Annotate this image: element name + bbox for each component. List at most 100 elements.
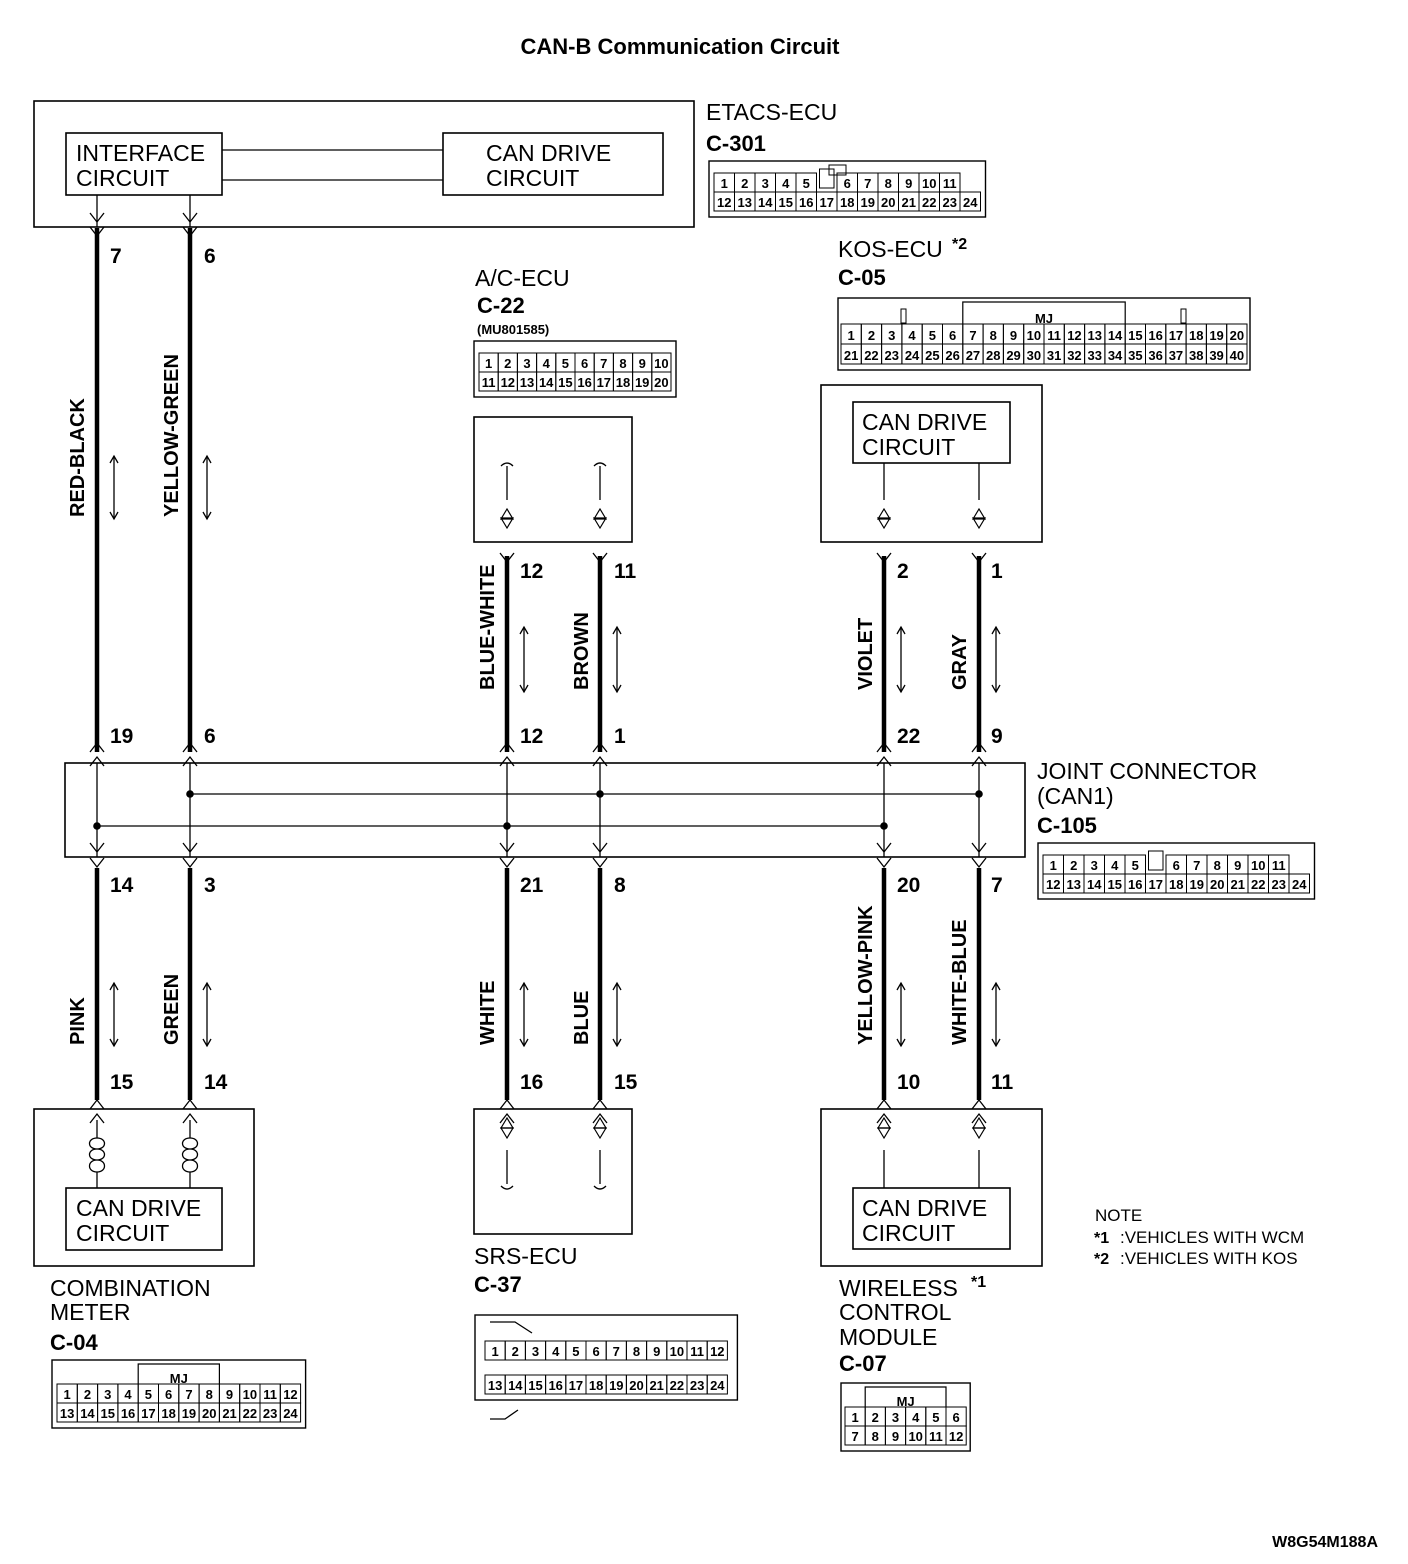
connector-pin-symbol — [592, 517, 608, 530]
srs-name: SRS-ECU — [474, 1243, 578, 1269]
connector-pin-pins_bottom-5: 26 — [945, 348, 959, 363]
connector-pin-pins_top-17: 18 — [1189, 328, 1203, 343]
pin-jc-7: 7 — [991, 874, 1003, 897]
connector-pin-pins_top-9: 10 — [654, 356, 668, 371]
terminal-chevron — [971, 755, 987, 767]
connector-pin-pins_top-7: 8 — [990, 328, 997, 343]
connector-pin-pins_top-8: 9 — [639, 356, 646, 371]
connector-pin-pins_bottom-2: 13 — [520, 375, 534, 390]
wire-color-gray: GRAY — [949, 633, 971, 690]
kos-can-drive-label-1: CAN DRIVE — [862, 409, 987, 435]
connector-pin-pins_top-7: 8 — [619, 356, 626, 371]
wcm-connector-id: C-07 — [839, 1351, 887, 1376]
splice-dot — [93, 822, 101, 830]
connector-pin-pins_bottom-8: 21 — [222, 1406, 236, 1421]
diagram-title: CAN-B Communication Circuit — [521, 34, 841, 59]
connector-pin-pins_bottom-3: 15 — [779, 195, 793, 210]
connector-pin-pins_top-1: 2 — [741, 176, 748, 191]
connector-pin-symbol — [971, 1127, 987, 1140]
terminal-chevron — [499, 1098, 515, 1110]
terminal-chevron — [89, 755, 105, 767]
connector-pin-pins_top-0: 1 — [64, 1387, 71, 1402]
connector-pin-pins_bottom-10: 23 — [690, 1378, 704, 1393]
connector-pin-pins_top-1: 2 — [512, 1344, 519, 1359]
connector-pin-pins_top-12: 13 — [1088, 328, 1102, 343]
connector-pin-pins_bottom-1: 14 — [80, 1406, 95, 1421]
connector-outline — [840, 1382, 971, 1452]
kos-latch — [1180, 308, 1187, 324]
connector-pin-pins_bottom-11: 23 — [1272, 877, 1286, 892]
terminal-chevron — [971, 842, 987, 854]
connector-pin-pins_top-10: 10 — [922, 176, 936, 191]
connector-pin-pins_top-0: 1 — [491, 1344, 498, 1359]
connector-pin-pins_bottom-10: 31 — [1047, 348, 1061, 363]
connector-pin-pins_bottom-7: 28 — [986, 348, 1000, 363]
combination-meter: CAN DRIVE CIRCUIT COMBINATION METER C-04… — [33, 1108, 307, 1429]
mj-label: MJ — [1035, 311, 1053, 326]
connector-pin-pins_bottom-5: 12 — [949, 1429, 963, 1444]
pin-jc-3: 3 — [204, 874, 216, 897]
wcm-name-1: WIRELESS — [839, 1275, 958, 1301]
terminal-chevron — [499, 842, 515, 854]
connector-pin-pins_bottom-6: 17 — [597, 375, 611, 390]
signal-arrow-head — [202, 454, 212, 521]
connector-pin-pins_bottom-0: 11 — [482, 375, 496, 390]
connector-pin-pins_bottom-0: 12 — [717, 195, 731, 210]
connector-pin-pins_top-6: 6 — [844, 176, 851, 191]
connector-pin-pins_top-2: 3 — [892, 1410, 899, 1425]
connector-pin-pins_top-2: 3 — [523, 356, 530, 371]
connector-pin-pins_top-8: 9 — [1010, 328, 1017, 343]
kos-connector-id: C-05 — [838, 265, 886, 290]
connector-pin-pins_bottom-19: 40 — [1230, 348, 1244, 363]
connector-pin-pins_top-6: 7 — [613, 1344, 620, 1359]
connector-pin-pins_top-0: 1 — [485, 356, 492, 371]
terminal-chevron — [89, 212, 105, 224]
terminal-chevron — [89, 857, 105, 869]
connector-cell — [945, 1425, 967, 1446]
etacs-key-tab — [828, 164, 847, 176]
connector-pin-pins_bottom-4: 17 — [141, 1406, 155, 1421]
terminal-chevron — [499, 755, 515, 767]
srs-connector-id: C-37 — [474, 1272, 522, 1297]
connector-pin-pins_top-8: 8 — [885, 176, 892, 191]
connector-pin-pins_bottom-8: 20 — [1210, 877, 1224, 892]
connector-pin-pins_bottom-8: 21 — [649, 1378, 663, 1393]
connector-pin-pins_bottom-6: 27 — [966, 348, 980, 363]
connector-pin-pins_top-3: 4 — [124, 1387, 132, 1402]
pin-etacs-7: 7 — [110, 245, 122, 268]
connector-pin-pins_top-4: 5 — [929, 328, 936, 343]
connector-pin-pins_top-8: 9 — [226, 1387, 233, 1402]
connector-pin-pins_bottom-2: 15 — [101, 1406, 115, 1421]
connector-pin-pins_bottom-0: 7 — [851, 1429, 858, 1444]
upper-wires: RED-BLACK YELLOW-GREEN BLUE-WHITE BROWN … — [67, 245, 1003, 748]
etacs-can-drive-label-2: CIRCUIT — [486, 165, 579, 191]
terminal-chevron — [592, 741, 608, 753]
connector-outline — [1037, 842, 1316, 900]
connector-pin-pins_bottom-3: 10 — [908, 1429, 922, 1444]
wire-color-blue-white: BLUE-WHITE — [477, 564, 499, 690]
connector-cell — [706, 1374, 728, 1395]
signal-arrow-head — [612, 981, 622, 1048]
connector-pin-pins_bottom-10: 23 — [263, 1406, 277, 1421]
pin-jc-6: 6 — [204, 725, 216, 748]
connector-pin-pins_top-3: 4 — [782, 176, 790, 191]
connector-pin-pins_bottom-4: 16 — [1128, 877, 1142, 892]
signal-arrow-head — [991, 981, 1001, 1048]
connector-pin-pins_bottom-0: 12 — [1046, 877, 1060, 892]
signal-arrow-head — [896, 981, 906, 1048]
pin-jc-1: 1 — [614, 725, 626, 748]
connector-pin-pins_top-4: 5 — [803, 176, 810, 191]
etacs-name: ETACS-ECU — [706, 99, 837, 125]
connector-pin-pins_bottom-6: 19 — [609, 1378, 623, 1393]
connector-pin-pins_bottom-12: 33 — [1088, 348, 1102, 363]
pin-jc-21: 21 — [520, 874, 544, 897]
connector-pin-pins_bottom-4: 11 — [929, 1429, 943, 1444]
terminal-chevron — [971, 1112, 987, 1124]
connector-pin-pins_top-11: 12 — [710, 1344, 724, 1359]
terminal-chevron — [499, 857, 515, 869]
connector-pin-pins_bottom-7: 19 — [861, 195, 875, 210]
connector-pin-pins_bottom-6: 19 — [182, 1406, 196, 1421]
connector-pin-pins_bottom-10: 22 — [1251, 877, 1265, 892]
